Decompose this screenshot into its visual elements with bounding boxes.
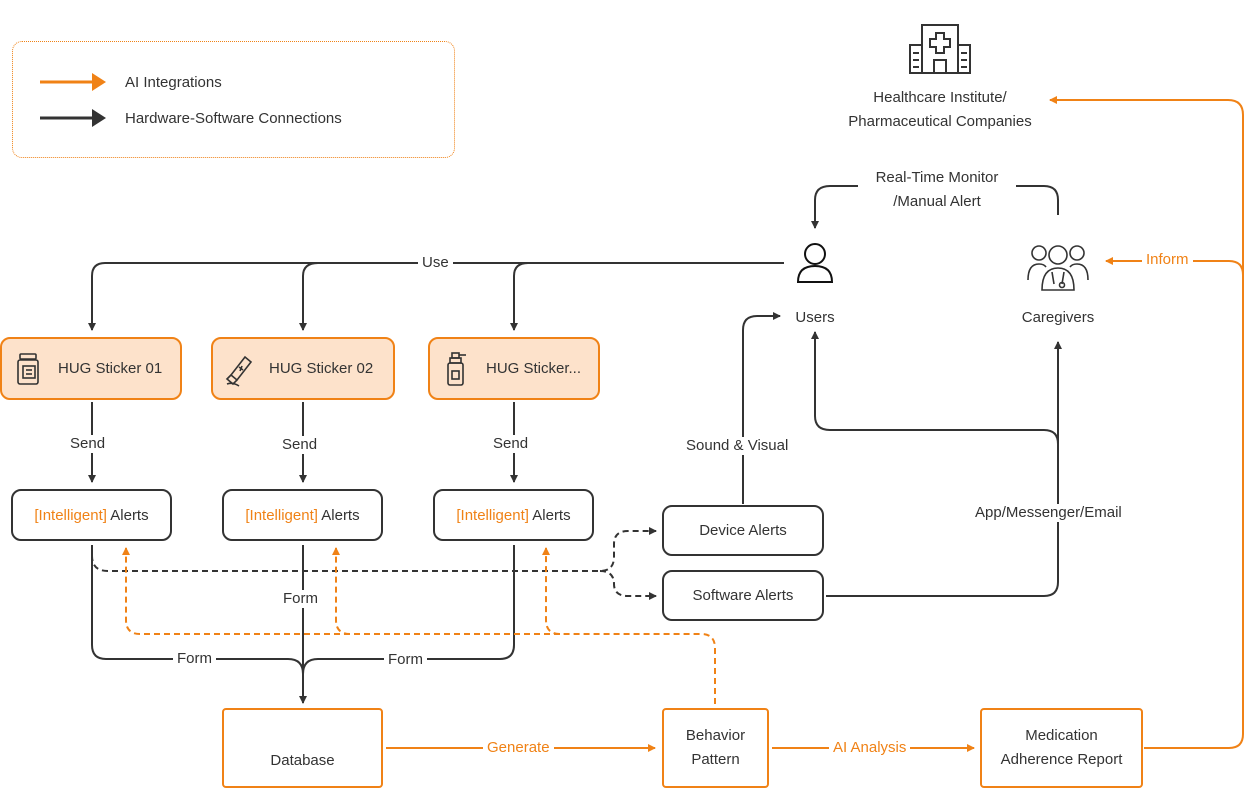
- app-messenger-label: App/Messenger/Email: [971, 504, 1126, 522]
- form-label-left: Form: [173, 650, 216, 668]
- legend-ai: AI Integrations: [125, 74, 222, 91]
- generate-label: Generate: [483, 739, 554, 757]
- hospital-icon: [909, 24, 971, 74]
- ointment-tube-icon: [225, 355, 253, 387]
- monitor-label: Real-Time Monitor /Manual Alert: [858, 166, 1016, 214]
- form-connector: [91, 545, 307, 704]
- behavior-pattern-box[interactable]: Behavior Pattern: [662, 708, 769, 788]
- sticker-01-label: HUG Sticker 01: [58, 360, 163, 377]
- sticker-02[interactable]: HUG Sticker 02: [211, 337, 395, 400]
- healthcare-label: Healthcare Institute/ Pharmaceutical Com…: [848, 89, 1032, 130]
- use-label: Use: [418, 254, 453, 272]
- intelligent-alerts-1[interactable]: [Intelligent] Alerts: [11, 489, 172, 541]
- intelligent-alerts-2[interactable]: [Intelligent] Alerts: [222, 489, 383, 541]
- form-label-right: Form: [384, 651, 427, 669]
- inform-label: Inform: [1142, 251, 1193, 269]
- database-box[interactable]: Database: [222, 708, 383, 788]
- use-connector: [88, 262, 784, 331]
- sticker-02-label: HUG Sticker 02: [269, 360, 374, 377]
- inform-connector: [1105, 257, 1244, 276]
- sticker-03-label: HUG Sticker...: [486, 360, 582, 377]
- legend-ai-label: AI Integrations: [125, 74, 222, 91]
- form-label-center: Form: [279, 590, 322, 608]
- user-icon: [796, 243, 834, 283]
- send-label-3: Send: [489, 435, 533, 453]
- sound-visual-label: Sound & Visual: [682, 437, 793, 455]
- medication-report-box[interactable]: Medication Adherence Report: [980, 708, 1143, 788]
- pill-bottle-icon: [17, 352, 39, 385]
- ai-analysis-label: AI Analysis: [829, 739, 911, 757]
- sound-visual-connector: [742, 312, 781, 504]
- send-label-2: Send: [278, 436, 322, 454]
- device-alerts-box[interactable]: Device Alerts: [662, 505, 824, 556]
- legend-hw-label: Hardware-Software Connections: [125, 110, 342, 127]
- send-label-1: Send: [66, 435, 110, 453]
- sticker-01[interactable]: HUG Sticker 01: [0, 337, 182, 400]
- feedback-connector: [542, 547, 716, 704]
- sticker-03[interactable]: HUG Sticker...: [428, 337, 600, 400]
- legend-hw: Hardware-Software Connections: [125, 110, 342, 127]
- intelligent-alerts-3[interactable]: [Intelligent] Alerts: [433, 489, 594, 541]
- caregivers-icon: [1027, 245, 1089, 291]
- software-alerts-box[interactable]: Software Alerts: [662, 570, 824, 621]
- spray-bottle-icon: [447, 351, 466, 386]
- legend-box: AI Integrations Hardware-Software Connec…: [12, 41, 455, 158]
- caregivers-label: Caregivers: [1021, 309, 1095, 326]
- alert-routing: [91, 527, 657, 572]
- users-label: Users: [795, 309, 835, 326]
- report-connector: [1049, 96, 1244, 749]
- app-messenger-connector: [826, 341, 1062, 597]
